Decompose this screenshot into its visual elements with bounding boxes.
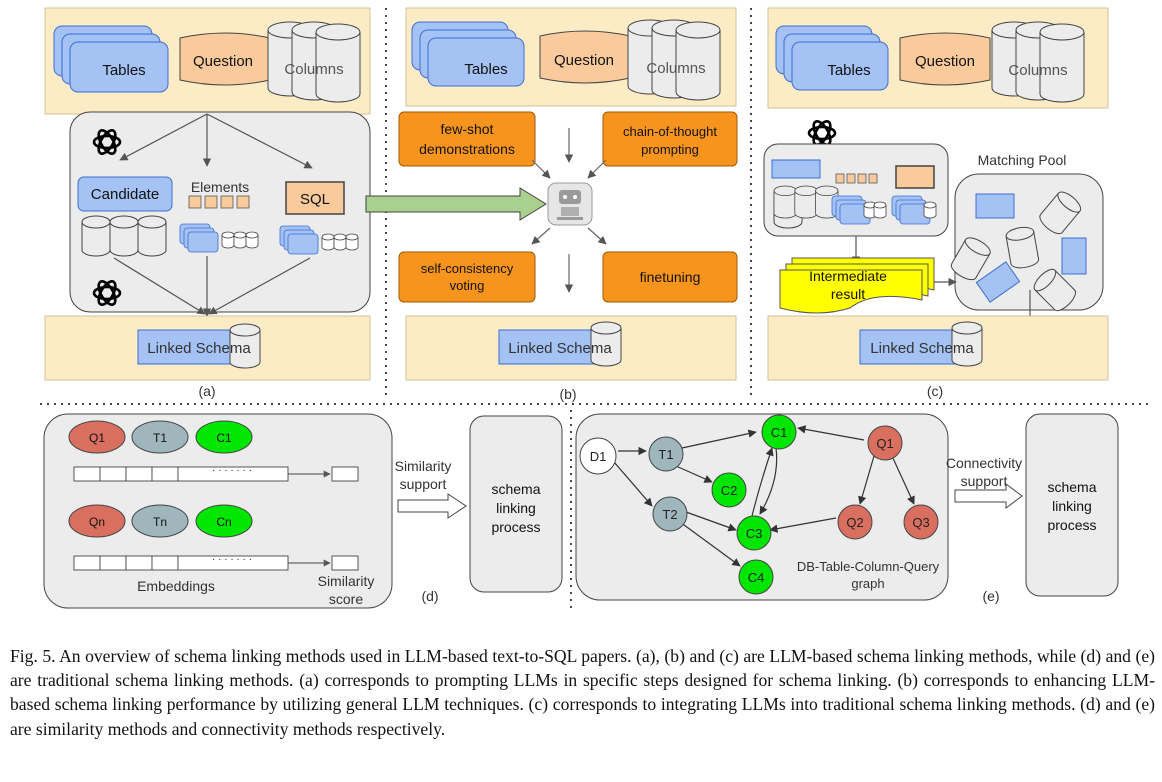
fewshot-label-2: demonstrations bbox=[419, 141, 515, 157]
embedding-vector bbox=[73, 466, 359, 482]
linked-schema-label: Linked Schema bbox=[508, 340, 612, 357]
similarity-support-label-2: support bbox=[400, 476, 447, 492]
process-label-2: linking bbox=[496, 500, 536, 516]
process-label-3: process bbox=[1047, 517, 1096, 533]
q1-node: Q1 bbox=[876, 436, 893, 451]
panel-b: Tables Question Columns few-shot demonst… bbox=[365, 7, 738, 402]
tables-label: Tables bbox=[827, 62, 870, 79]
connectivity-arrow bbox=[954, 483, 1023, 509]
intermediate-label-2: result bbox=[831, 286, 865, 302]
q3-node: Q3 bbox=[912, 515, 929, 530]
question-label: Question bbox=[554, 52, 614, 69]
fewshot-label: few-shot bbox=[441, 121, 494, 137]
q1-node: Q1 bbox=[89, 431, 105, 445]
t1-node: T1 bbox=[153, 431, 167, 445]
robot-icon bbox=[547, 182, 593, 226]
c3-node: C3 bbox=[746, 526, 763, 541]
intermediate-result-doc bbox=[779, 257, 935, 314]
c1-node: C1 bbox=[216, 431, 232, 445]
self-consistency-label-2: voting bbox=[450, 278, 485, 293]
panel-d: Q1 T1 C1 · · · · · · · Qn Tn Cn · · · · … bbox=[43, 413, 563, 609]
similarity-arrow bbox=[397, 493, 467, 519]
panel-c: Tables Question Columns Matching Pool bbox=[763, 7, 1109, 399]
vector-ellipsis: · · · · · · · bbox=[212, 554, 252, 565]
columns-label: Columns bbox=[646, 60, 705, 77]
figure-caption: Fig. 5. An overview of schema linking me… bbox=[10, 646, 1155, 739]
connectivity-label: Connectivity bbox=[946, 455, 1022, 471]
columns-cylinders bbox=[267, 21, 361, 103]
candidate-cylinders bbox=[81, 215, 167, 257]
candidate-label: Candidate bbox=[91, 186, 159, 203]
qn-node: Qn bbox=[89, 515, 105, 529]
linked-schema-box bbox=[498, 329, 596, 365]
green-flow-arrow bbox=[365, 187, 547, 221]
t1-node: T1 bbox=[658, 447, 673, 462]
panel-b-tag: (b) bbox=[559, 386, 576, 402]
schema-linking-figure: Tables Question Columns Candidate Elemen… bbox=[40, 7, 1150, 609]
panel-e-tag: (e) bbox=[982, 588, 999, 604]
linked-schema-box bbox=[859, 329, 957, 365]
q2-node: Q2 bbox=[846, 515, 863, 530]
panel-a-tag: (a) bbox=[198, 383, 215, 399]
tables-stack bbox=[53, 25, 169, 93]
d1-node: D1 bbox=[590, 449, 607, 464]
columns-label: Columns bbox=[1008, 62, 1067, 79]
elements-squares bbox=[188, 195, 250, 209]
t2-node: T2 bbox=[662, 507, 677, 522]
columns-label: Columns bbox=[284, 61, 343, 78]
graph-label-2: graph bbox=[851, 576, 884, 591]
question-scroll bbox=[899, 32, 991, 86]
matching-pool-label: Matching Pool bbox=[978, 152, 1067, 168]
c1-node: C1 bbox=[771, 425, 788, 440]
tables-label: Tables bbox=[102, 62, 145, 79]
linked-schema-label: Linked Schema bbox=[870, 340, 974, 357]
tables-label: Tables bbox=[464, 61, 507, 78]
question-label: Question bbox=[193, 53, 253, 70]
linked-schema-label: Linked Schema bbox=[147, 340, 251, 357]
process-label: schema bbox=[1047, 479, 1096, 495]
embeddings-label: Embeddings bbox=[137, 578, 215, 594]
schema-linking-process-box bbox=[1025, 413, 1119, 597]
cn-node: Cn bbox=[216, 515, 231, 529]
panel-e: D1 T1 T2 C1 C2 C3 C4 Q1 Q2 Q3 DB-Table-C… bbox=[575, 413, 1119, 604]
finetuning-label: finetuning bbox=[640, 269, 701, 285]
similarity-support-label: Similarity bbox=[395, 458, 452, 474]
question-label: Question bbox=[915, 53, 975, 70]
panel-c-tag: (c) bbox=[927, 383, 943, 399]
sql-label: SQL bbox=[300, 191, 330, 208]
vector-ellipsis: · · · · · · · bbox=[212, 465, 252, 476]
elements-label: Elements bbox=[191, 179, 249, 195]
connectivity-label-2: support bbox=[961, 473, 1008, 489]
intermediate-label: Intermediate bbox=[809, 268, 887, 284]
embedding-vector-n bbox=[73, 555, 359, 571]
chatgpt-logo-icon bbox=[807, 117, 837, 149]
cot-label-2: prompting bbox=[641, 142, 699, 157]
process-label: schema bbox=[491, 481, 540, 497]
linked-schema-box bbox=[137, 329, 235, 365]
finetuning-box bbox=[602, 251, 738, 303]
c2-node: C2 bbox=[721, 483, 738, 498]
panel-separators bbox=[40, 8, 1150, 608]
tn-node: Tn bbox=[153, 515, 167, 529]
process-label-3: process bbox=[491, 519, 540, 535]
panel-a: Tables Question Columns Candidate Elemen… bbox=[44, 7, 371, 399]
cot-label: chain-of-thought bbox=[623, 124, 717, 139]
graph-label: DB-Table-Column-Query bbox=[797, 559, 940, 574]
self-consistency-box bbox=[398, 251, 536, 303]
cot-box bbox=[602, 111, 738, 167]
panel-d-tag: (d) bbox=[421, 588, 438, 604]
similarity-score-label-2: score bbox=[329, 591, 363, 607]
fewshot-box bbox=[398, 111, 536, 167]
sql-box bbox=[285, 181, 345, 215]
self-consistency-label: self-consistency bbox=[421, 261, 514, 276]
process-label-2: linking bbox=[1052, 498, 1092, 514]
schema-linking-process-box bbox=[469, 415, 563, 593]
candidate-box bbox=[77, 176, 173, 212]
c4-node: C4 bbox=[748, 570, 765, 585]
similarity-score-label: Similarity bbox=[318, 573, 375, 589]
